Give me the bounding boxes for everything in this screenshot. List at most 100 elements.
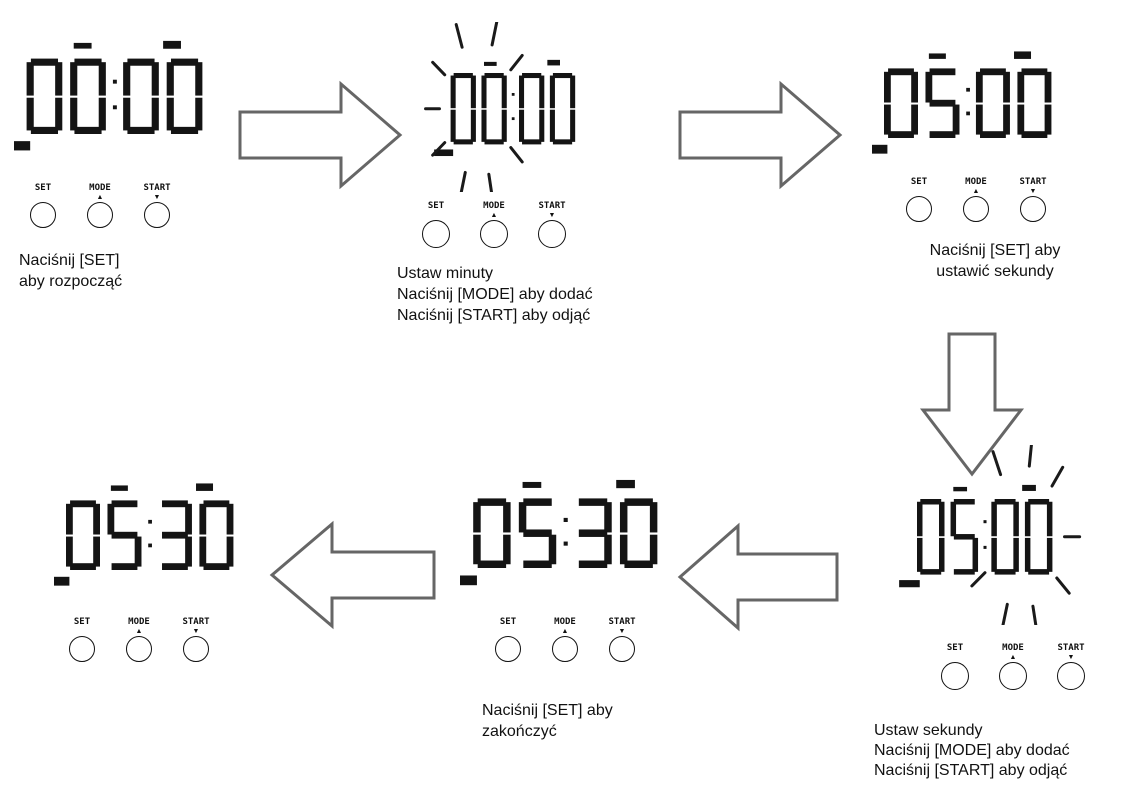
button-circle-icon[interactable] <box>906 196 932 222</box>
blink-ray <box>459 170 467 192</box>
lcd-segment-b <box>93 503 100 535</box>
lcd-segment-c <box>570 109 576 142</box>
start-button[interactable]: START▼ <box>536 201 568 248</box>
lcd-segment-d <box>127 126 155 134</box>
start-button[interactable]: START▼ <box>141 183 173 228</box>
button-circle-icon[interactable] <box>1020 196 1046 222</box>
lcd-segment-b <box>604 502 612 533</box>
lcd-segment-e <box>991 537 997 572</box>
button-circle-icon[interactable] <box>538 220 566 248</box>
lcd-segment-c <box>226 536 234 567</box>
button-circle-icon[interactable] <box>183 636 209 662</box>
lcd-segment-g <box>953 534 975 540</box>
caption-line: zakończyć <box>482 723 557 740</box>
start-button[interactable]: START▼ <box>180 617 212 662</box>
lcd-segment-c <box>548 534 557 565</box>
lcd-digit <box>549 73 576 145</box>
lcd-indicator <box>460 575 477 586</box>
button-circle-icon[interactable] <box>126 636 152 662</box>
down-triangle-icon: ▼ <box>618 628 626 635</box>
lcd-segment-e <box>166 97 174 131</box>
lcd-segment-d <box>111 563 138 570</box>
button-label: START <box>1057 643 1085 653</box>
lcd-indicator <box>616 479 635 489</box>
lcd-colon <box>511 117 515 121</box>
button-circle-icon[interactable] <box>480 220 508 248</box>
lcd-indicator <box>928 53 946 59</box>
blink-ray <box>431 60 447 77</box>
button-label: MODE <box>965 177 987 187</box>
button-circle-icon[interactable] <box>963 196 989 222</box>
button-circle-icon[interactable] <box>69 636 95 662</box>
button-label: START <box>538 201 566 211</box>
lcd-segment-a <box>980 68 1006 76</box>
lcd-segment-d <box>170 126 199 134</box>
up-triangle-icon: ▲ <box>561 628 569 635</box>
lcd-segment-a <box>484 73 504 79</box>
button-circle-icon[interactable] <box>552 636 578 662</box>
button-label: START <box>1019 177 1047 187</box>
lcd-segment-c <box>503 534 511 565</box>
set-button[interactable]: SET <box>903 177 935 222</box>
set-button[interactable]: SET <box>27 183 59 228</box>
lcd-segment-d <box>929 131 956 138</box>
button-circle-icon[interactable] <box>422 220 450 248</box>
button-circle-icon[interactable] <box>30 202 56 228</box>
lcd-colon <box>966 87 970 92</box>
lcd-segment-d <box>522 139 542 145</box>
lcd-digit <box>917 499 945 575</box>
down-triangle-icon: ▼ <box>1029 188 1037 195</box>
button-label: SET <box>910 177 928 187</box>
lcd-display <box>899 445 1082 625</box>
lcd-segment-c <box>939 537 945 572</box>
lcd-segment-g <box>162 531 188 539</box>
blink-ray <box>1001 602 1009 625</box>
lcd-digit <box>519 73 545 145</box>
lcd-segment-c <box>1013 537 1019 572</box>
arrow-right-icon <box>238 80 403 190</box>
lcd-segment-e <box>473 534 481 565</box>
lcd-digit <box>884 68 918 138</box>
start-button[interactable]: START▼ <box>606 617 638 662</box>
lcd-segment-d <box>920 569 942 575</box>
mode-button[interactable]: MODE▲ <box>960 177 992 222</box>
lcd-segment-f <box>884 71 891 103</box>
lcd-digit <box>473 498 511 568</box>
lcd-indicator <box>14 141 31 151</box>
lcd-indicator <box>54 576 70 586</box>
arrow-right-icon <box>678 80 843 190</box>
mode-button[interactable]: MODE▲ <box>997 643 1029 690</box>
button-circle-icon[interactable] <box>87 202 113 228</box>
start-button[interactable]: START▼ <box>1055 643 1087 690</box>
lcd-display <box>14 40 203 151</box>
set-button[interactable]: SET <box>420 201 452 248</box>
button-circle-icon[interactable] <box>609 636 635 662</box>
button-circle-icon[interactable] <box>495 636 521 662</box>
up-triangle-icon: ▲ <box>972 188 980 195</box>
mode-button[interactable]: MODE▲ <box>123 617 155 662</box>
blink-ray <box>509 146 524 164</box>
set-button[interactable]: SET <box>66 617 98 662</box>
button-circle-icon[interactable] <box>941 662 969 690</box>
lcd-segment-b <box>939 501 945 537</box>
caption: Naciśnij [SET]aby rozpocząć <box>19 250 122 292</box>
mode-button[interactable]: MODE▲ <box>478 201 510 248</box>
lcd-segment-c <box>649 534 658 565</box>
lcd-segment-e <box>123 97 131 131</box>
set-button[interactable]: SET <box>492 617 524 662</box>
button-circle-icon[interactable] <box>1057 662 1085 690</box>
start-button[interactable]: START▼ <box>1017 177 1049 222</box>
mode-button[interactable]: MODE▲ <box>84 183 116 228</box>
button-circle-icon[interactable] <box>144 202 170 228</box>
lcd-segment-b <box>151 62 159 96</box>
mode-button[interactable]: MODE▲ <box>549 617 581 662</box>
lcd-segment-d <box>162 563 188 570</box>
lcd-segment-d <box>888 131 914 138</box>
button-circle-icon[interactable] <box>999 662 1027 690</box>
lcd-segment-f <box>991 501 997 537</box>
lcd-segment-d <box>624 560 653 568</box>
lcd-segment-c <box>1003 104 1010 135</box>
set-button[interactable]: SET <box>939 643 971 690</box>
lcd-indicator <box>899 580 920 588</box>
lcd-segment-a <box>1028 499 1050 505</box>
